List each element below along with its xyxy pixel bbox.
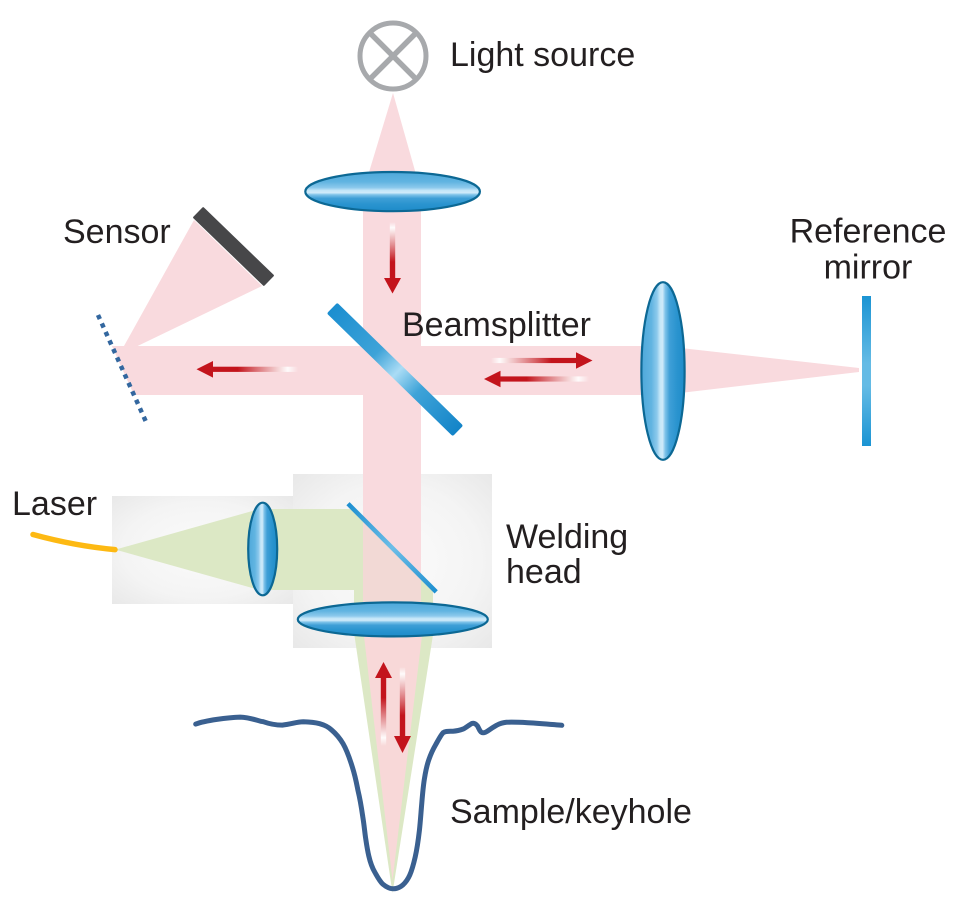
svg-text:Laser: Laser — [12, 485, 97, 523]
svg-text:head: head — [506, 553, 582, 591]
svg-text:Reference: Reference — [790, 213, 947, 251]
svg-text:Light source: Light source — [450, 36, 635, 74]
svg-text:Beamsplitter: Beamsplitter — [402, 306, 591, 344]
svg-text:Sensor: Sensor — [63, 213, 171, 251]
svg-text:mirror: mirror — [824, 249, 913, 287]
svg-text:Sample/keyhole: Sample/keyhole — [450, 793, 692, 831]
svg-text:Welding: Welding — [506, 518, 628, 556]
